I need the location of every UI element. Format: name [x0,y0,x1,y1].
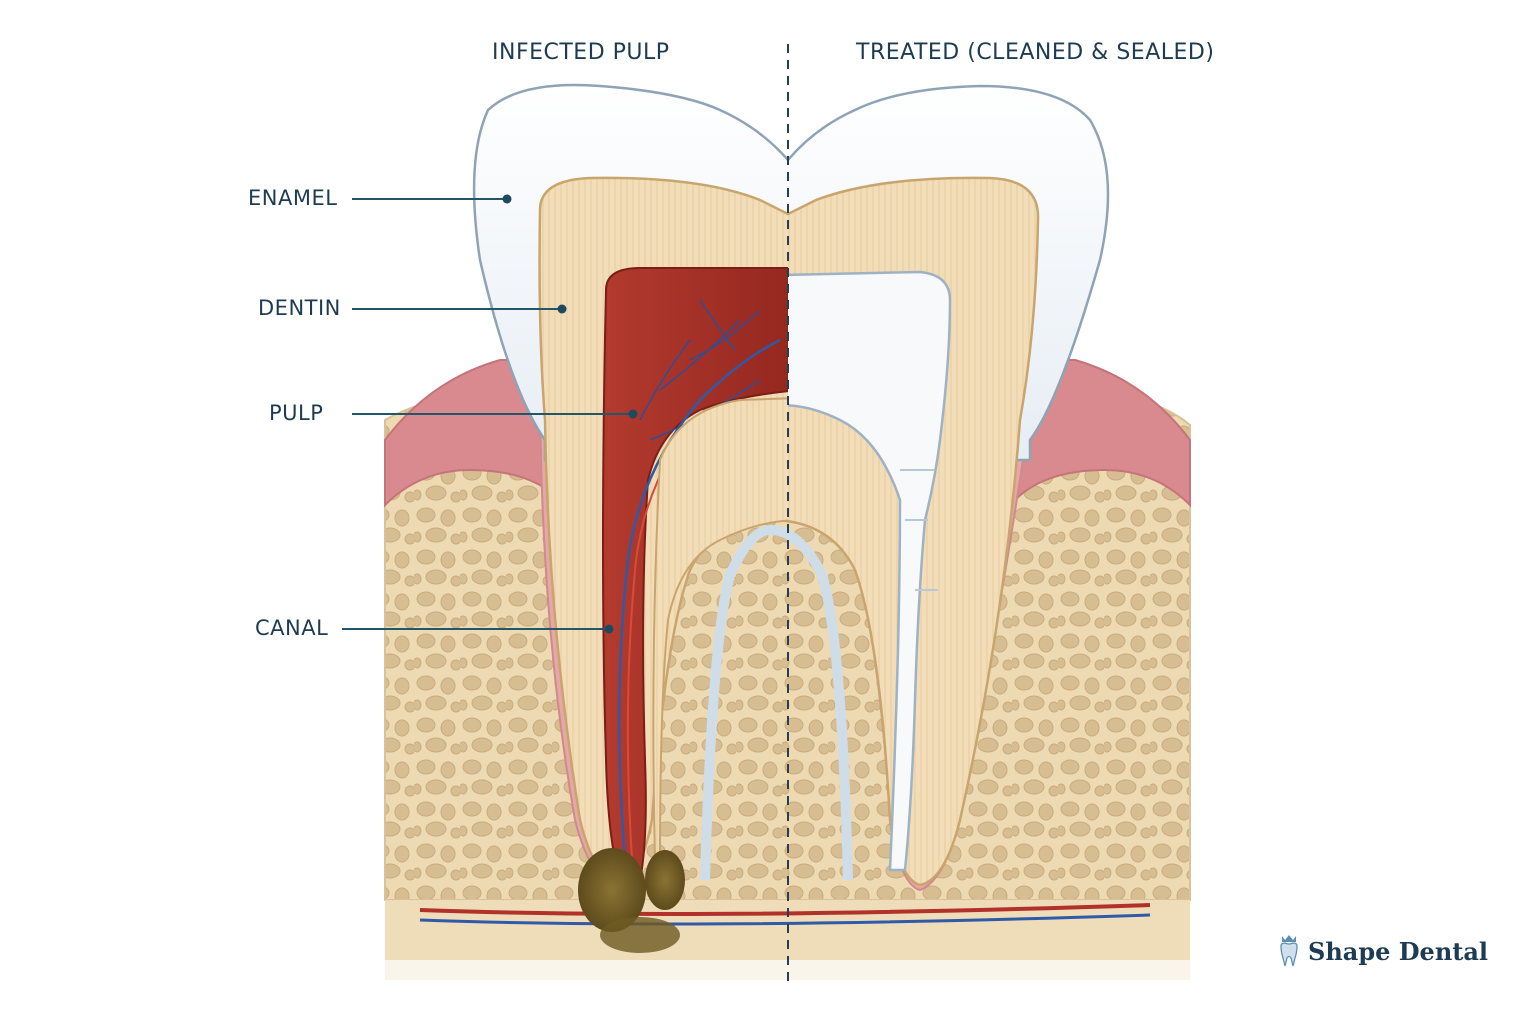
brand-logo: Shape Dental [1278,934,1488,968]
brand-name: Shape Dental [1308,937,1488,966]
heading-treated: TREATED (CLEANED & SEALED) [856,40,1214,65]
label-dentin: DENTIN [258,296,341,320]
label-enamel: ENAMEL [248,186,337,210]
canal-leader-dot [605,625,614,634]
enamel-leader-dot [503,195,512,204]
tooth-icon [1278,934,1300,968]
heading-infected-pulp: INFECTED PULP [492,40,670,65]
pulp-leader-dot [629,410,638,419]
label-pulp: PULP [269,401,323,425]
label-canal: CANAL [255,616,328,640]
dentin-leader-dot [558,305,567,314]
